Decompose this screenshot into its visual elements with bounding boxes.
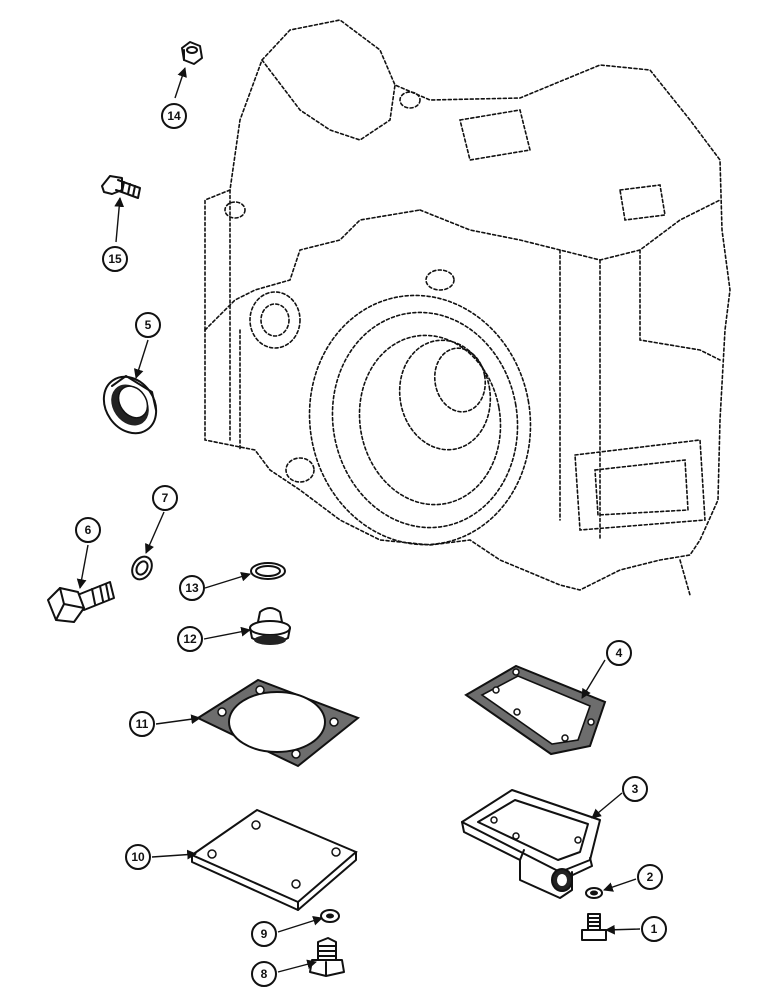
- large-bolt-part: [47, 581, 115, 623]
- callout-12: 12: [177, 626, 203, 652]
- callout-15: 15: [102, 246, 128, 272]
- callout-2: 2: [637, 864, 663, 890]
- callout-12-label: 12: [183, 632, 197, 646]
- callout-7: 7: [152, 485, 178, 511]
- callout-14: 14: [161, 103, 187, 129]
- callout-5-label: 5: [145, 318, 152, 332]
- callout-4-label: 4: [616, 646, 623, 660]
- callout-10: 10: [125, 844, 151, 870]
- callout-11-label: 11: [136, 717, 149, 731]
- small-bolt-part: [101, 175, 141, 199]
- leader-lines: [76, 67, 641, 973]
- callout-3-label: 3: [632, 782, 639, 796]
- callout-13: 13: [179, 575, 205, 601]
- callout-2-label: 2: [647, 870, 654, 884]
- callout-11: 11: [129, 711, 155, 737]
- callout-10-label: 10: [131, 850, 145, 864]
- cap-screw-part: [309, 937, 345, 977]
- gasket-round-part: [195, 678, 360, 768]
- callout-14-label: 14: [167, 109, 181, 123]
- callout-7-label: 7: [162, 491, 169, 505]
- callout-8: 8: [251, 961, 277, 987]
- callout-1-label: 1: [651, 922, 658, 936]
- seal-ring-part: [102, 375, 158, 435]
- screw-part: [581, 913, 607, 941]
- o-ring-small-part: [131, 555, 153, 581]
- callout-13-label: 13: [185, 581, 199, 595]
- cover-housing-part: [461, 789, 601, 899]
- nut-part: [181, 41, 203, 65]
- callout-4: 4: [606, 640, 632, 666]
- gasket-rectangular-part: [464, 664, 607, 756]
- plug-part: [249, 607, 291, 645]
- callout-15-label: 15: [108, 252, 122, 266]
- callout-3: 3: [622, 776, 648, 802]
- callout-9-label: 9: [261, 927, 268, 941]
- lock-washer-part: [585, 887, 603, 899]
- callout-1: 1: [641, 916, 667, 942]
- cover-plate-part: [189, 808, 358, 911]
- washer-part: [320, 909, 340, 923]
- callout-8-label: 8: [261, 967, 268, 981]
- transmission-housing-phantom: [204, 19, 731, 596]
- ring-part: [250, 562, 286, 580]
- callout-6-label: 6: [85, 523, 92, 537]
- callout-6: 6: [75, 517, 101, 543]
- callout-9: 9: [251, 921, 277, 947]
- callout-5: 5: [135, 312, 161, 338]
